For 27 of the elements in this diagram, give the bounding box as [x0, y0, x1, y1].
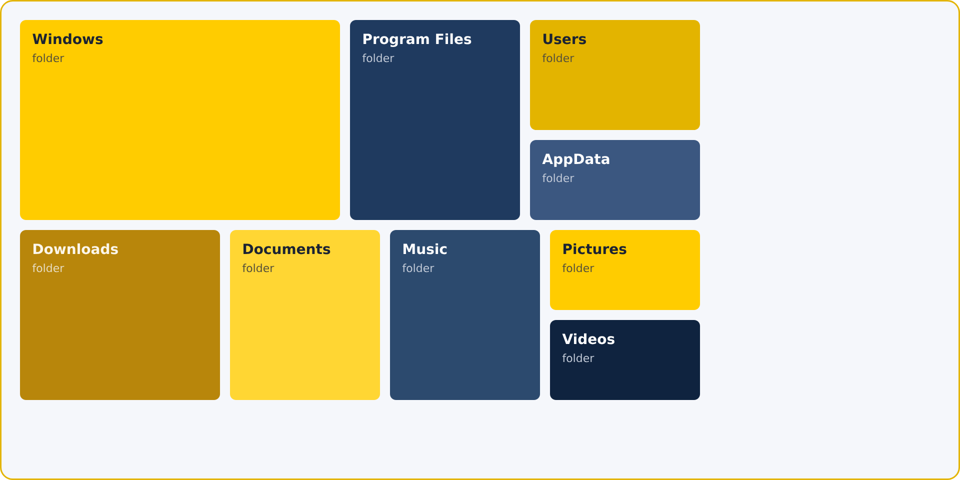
- folder-tile: [20, 230, 220, 400]
- folder-name: Program Files: [364, 33, 472, 48]
- type-label: folder: [562, 264, 594, 272]
- folder-name: Music: [404, 243, 447, 254]
- folder-tile: [550, 230, 700, 310]
- type-label: folder: [562, 354, 594, 362]
- folder-tile: [530, 20, 700, 130]
- folder-name: Users: [544, 34, 586, 44]
- folder-tile: [530, 140, 700, 220]
- type-label: folder: [402, 264, 434, 272]
- folder-tile: [550, 320, 700, 400]
- folder-tile: [20, 20, 340, 220]
- folder-name: Windows: [32, 33, 103, 44]
- type-label: folder: [32, 264, 64, 272]
- type-label: folder: [542, 54, 574, 62]
- type-label: folder: [242, 264, 274, 272]
- folder-name: AppData: [542, 154, 610, 167]
- folder-name: Pictures: [564, 243, 626, 254]
- folder-tile: [230, 230, 380, 400]
- type-label: folder: [542, 174, 574, 182]
- folder-tile: [390, 230, 540, 400]
- type-label: folder: [32, 54, 64, 62]
- folder-name: Downloads: [34, 243, 118, 254]
- folder-tile: [350, 20, 520, 220]
- folder-name: Videos: [562, 333, 614, 344]
- folder-name: Documents: [244, 244, 330, 254]
- type-label: folder: [362, 54, 394, 62]
